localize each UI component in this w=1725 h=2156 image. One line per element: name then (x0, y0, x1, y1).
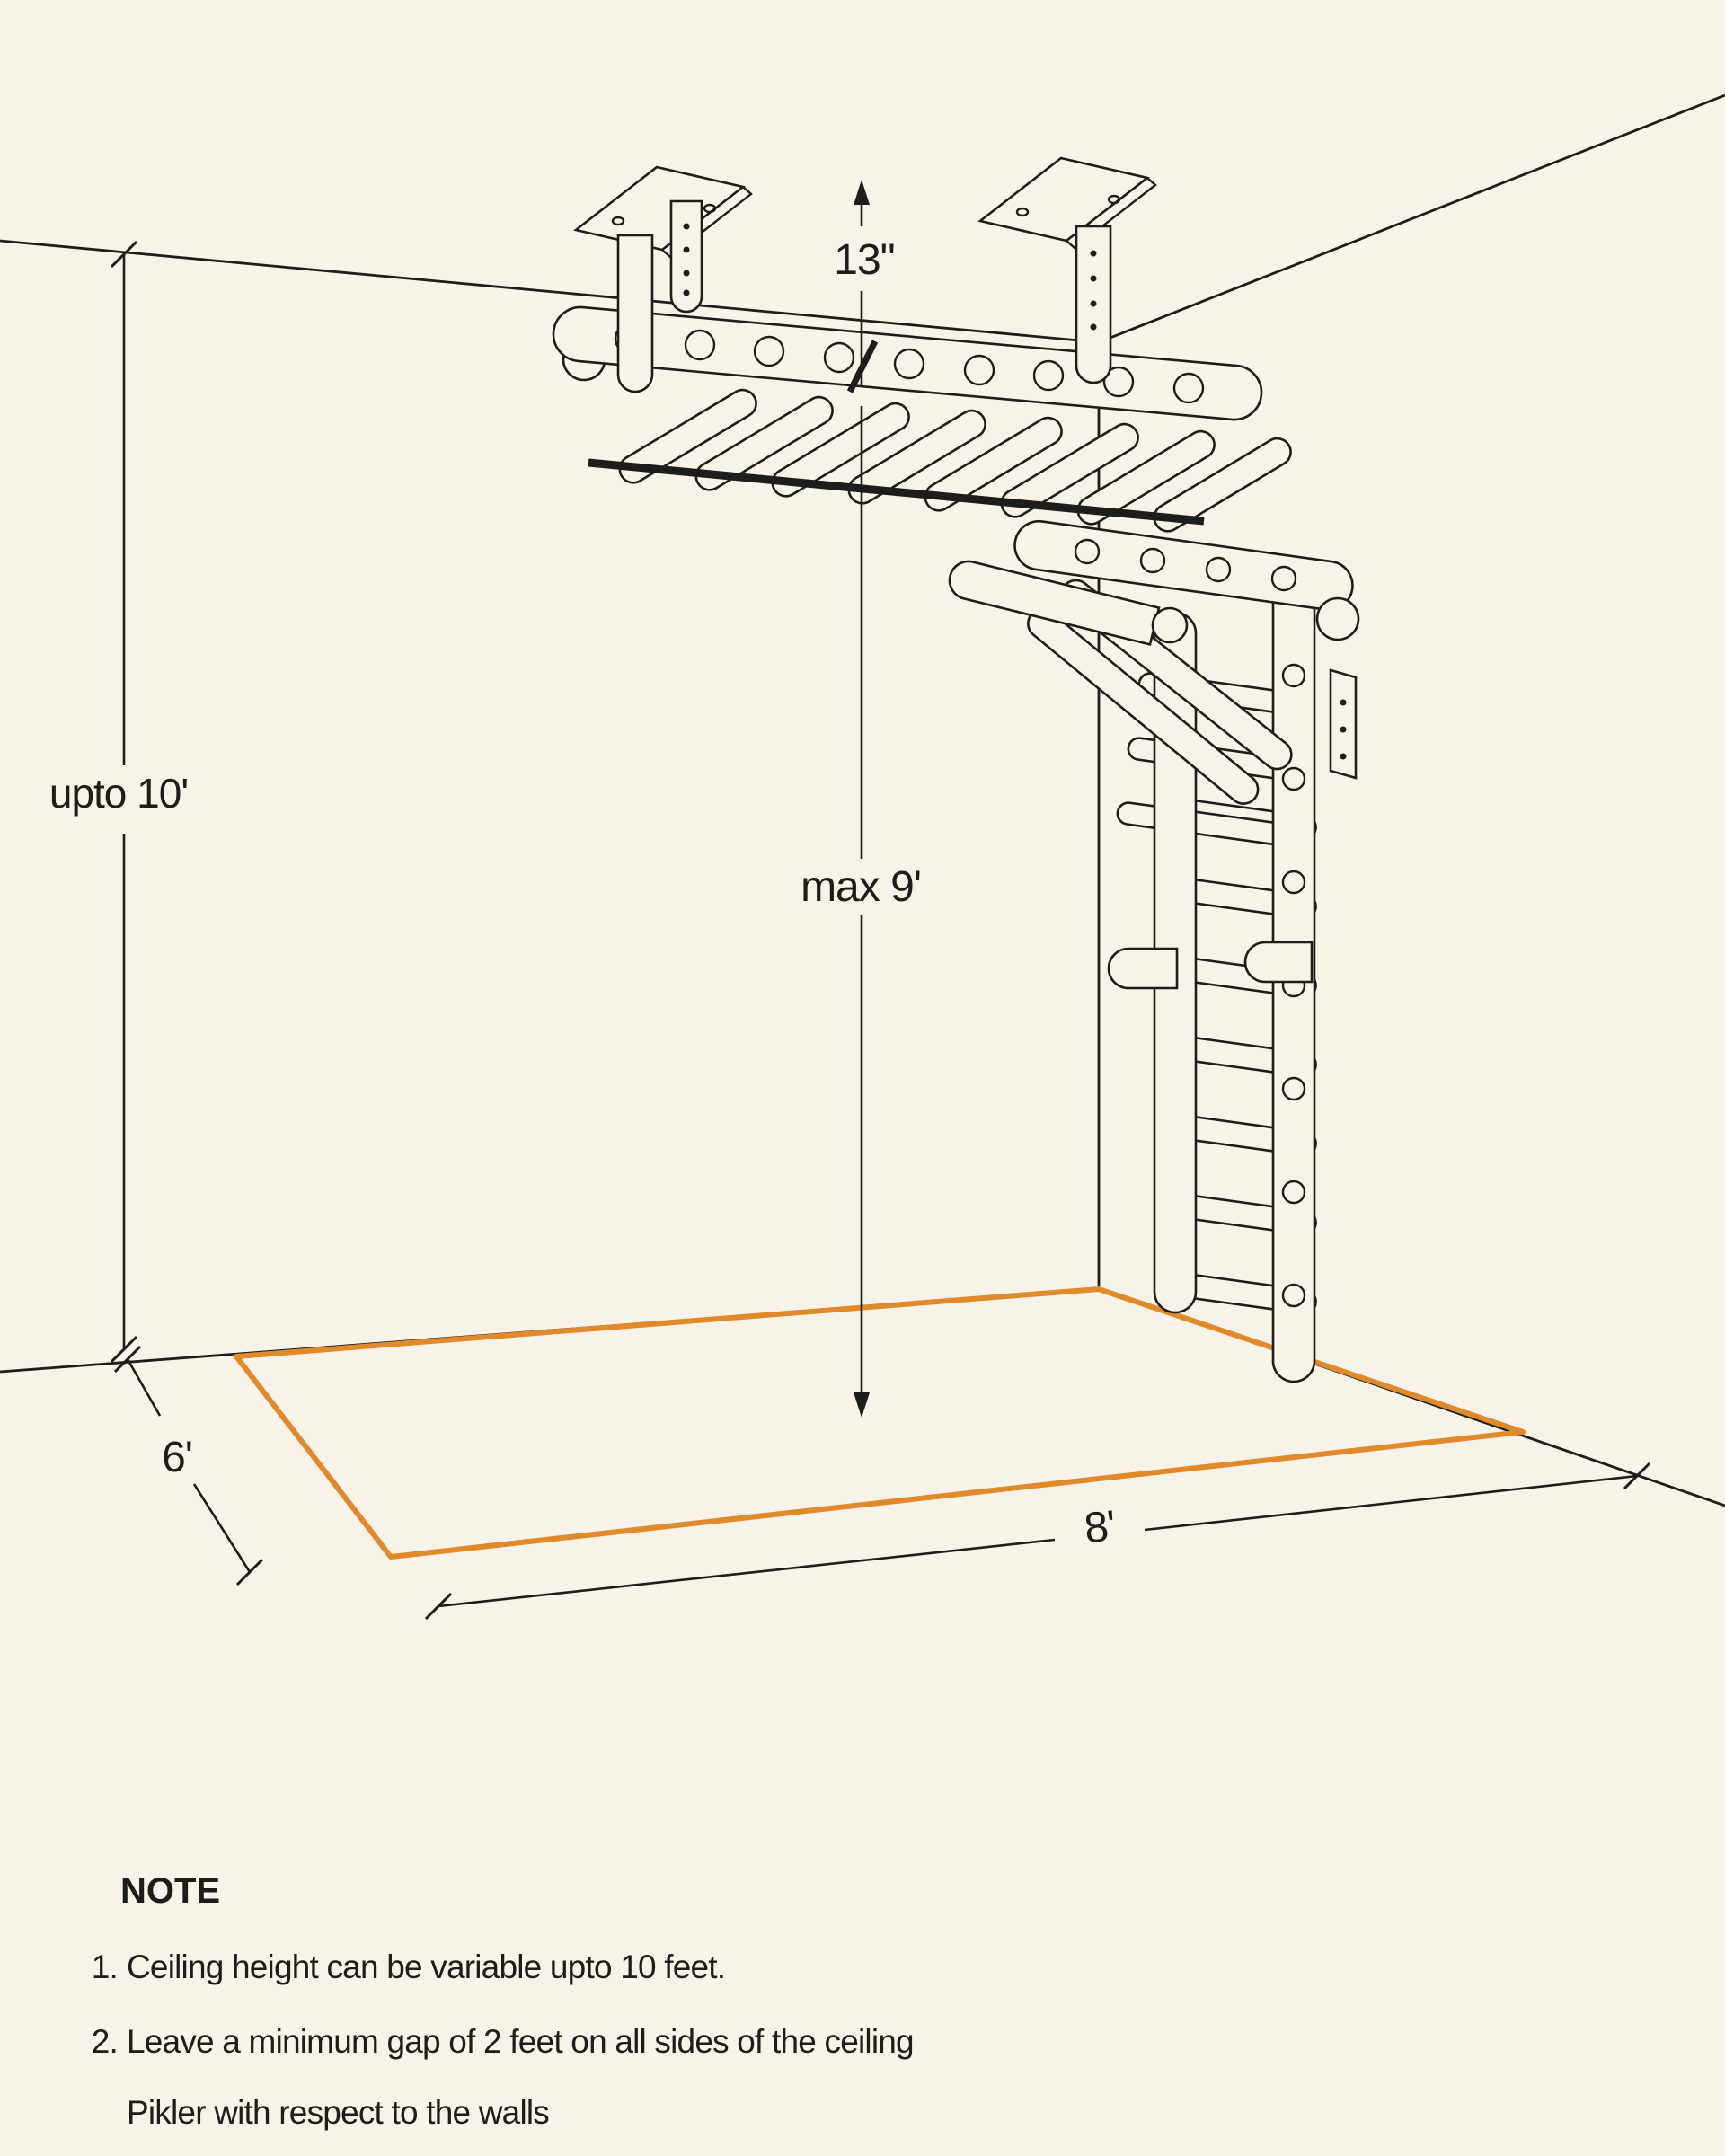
rack-rung (1076, 429, 1216, 526)
rack-right-ceiling-bracket (978, 156, 1157, 384)
bracket-ceiling-plate (978, 156, 1150, 243)
note-item1-text: Ceiling height can be variable upto 10 f… (127, 1948, 725, 1985)
dimension-tick (235, 1558, 264, 1586)
ladder-right-rail-holes (1281, 663, 1306, 1308)
dimension-clearance-height: max 9' (801, 406, 922, 1418)
wall-height-label: upto 10' (49, 770, 188, 817)
ceiling-left-edge (0, 239, 1100, 344)
bracket-back-strap (669, 199, 703, 314)
rack-main-beam (552, 305, 1263, 421)
note-item2-number: 2. (92, 2023, 118, 2060)
rack-rung (694, 395, 834, 491)
dimension-tick (110, 240, 138, 269)
note-title: NOTE (120, 1871, 220, 1911)
bracket-plate-lip (1066, 177, 1157, 250)
rack-rung (618, 388, 757, 484)
rack-left-ceiling-bracket (573, 165, 753, 393)
down-arrow-icon (854, 1392, 870, 1418)
rack-rung (924, 416, 1063, 512)
rack-rung (1000, 422, 1139, 518)
rack-drop-label: 13" (834, 236, 894, 284)
ceiling-pikler-rack (552, 156, 1292, 533)
note-block: NOTE 1. Ceiling height can be variable u… (92, 1871, 915, 2131)
dimension-floor-width: 8' (424, 1462, 1651, 1621)
note-item2-text-continued: Pikler with respect to the walls (127, 2094, 549, 2131)
rack-rungs (618, 388, 1292, 533)
clearance-height-label: max 9' (801, 863, 921, 911)
ladder-pullup-bar (948, 560, 1161, 646)
dimension-tick (110, 1335, 138, 1364)
floor-width-label: 8' (1082, 1502, 1117, 1552)
dimension-tick (424, 1592, 453, 1621)
ladder-right-lock-knob (1243, 941, 1314, 984)
dimension-wall-height: upto 10' (49, 240, 189, 1364)
ladder-wall-mount-plate (1329, 668, 1358, 780)
wall-pikler-ladder (948, 519, 1360, 1383)
dimension-end-slash (846, 340, 879, 393)
dimension-floor-depth: 6' (113, 1345, 264, 1586)
rack-front-bar (588, 458, 1205, 526)
dimension-tick (113, 1345, 142, 1374)
up-arrow-icon (854, 180, 870, 205)
note-item1-number: 1. (92, 1948, 118, 1985)
ceiling-right-edge (1098, 93, 1725, 344)
ladder-left-lock-knob (1107, 947, 1179, 990)
ladder-top-bar-holes (1074, 538, 1297, 592)
floor-depth-label: 6' (162, 1434, 192, 1481)
note-item2-text: Leave a minimum gap of 2 feet on all sid… (127, 2023, 914, 2060)
bracket-ceiling-plate (573, 165, 746, 252)
dimension-rack-drop: 13" (834, 180, 896, 393)
dimension-tick (1623, 1462, 1651, 1490)
bracket-plate-lip (661, 186, 753, 259)
rack-rung (847, 409, 986, 505)
rack-rung (1153, 437, 1292, 533)
ladder-top-right-knob (1315, 596, 1360, 641)
rack-rung (771, 402, 910, 498)
bracket-front-strap (616, 234, 654, 393)
safety-zone-rectangle (234, 1286, 1526, 1560)
ladder-top-pivot (1151, 606, 1189, 644)
